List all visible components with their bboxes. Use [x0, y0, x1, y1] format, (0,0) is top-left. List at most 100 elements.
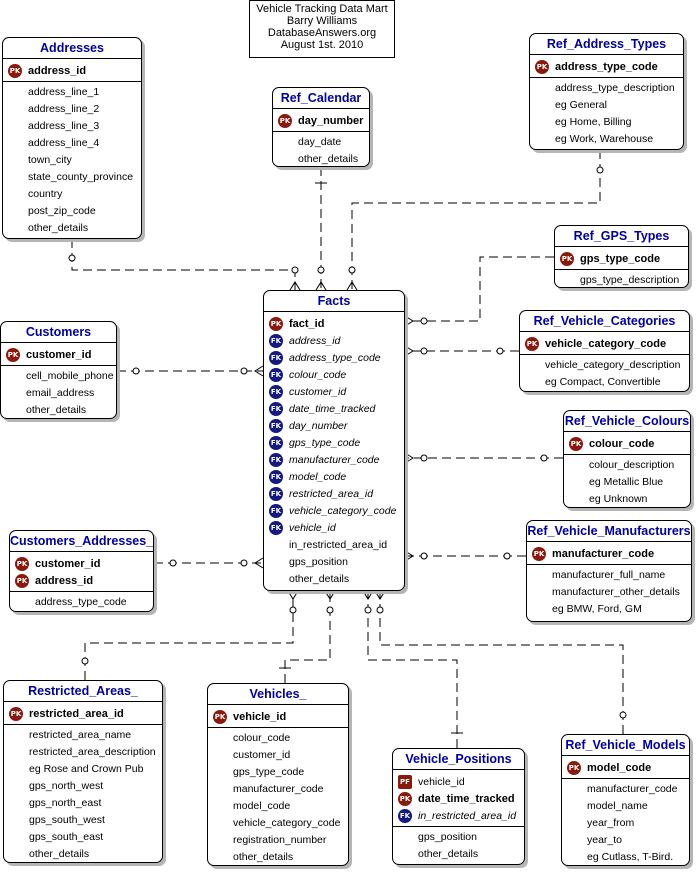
attribute-row: day_date — [273, 133, 369, 150]
attribute-name: state_county_province — [28, 170, 134, 183]
pk-key-icon: PK — [569, 436, 583, 451]
fk-key-icon: FK — [269, 486, 283, 501]
no-key-spacer — [8, 221, 22, 235]
attribute-name: day_number — [298, 114, 364, 127]
attribute-row: manufacturer_code — [562, 780, 689, 797]
no-key-spacer — [532, 585, 546, 599]
no-key-spacer — [6, 403, 20, 417]
attribute-row: other_details — [3, 219, 141, 236]
attribute-row: gps_south_west — [4, 811, 162, 828]
key-separator — [393, 826, 524, 827]
no-key-spacer — [8, 170, 22, 184]
attribute-row: post_zip_code — [3, 202, 141, 219]
attribute-row: in_restricted_area_id — [264, 536, 404, 553]
attribute-row: eg Work, Warehouse — [530, 130, 683, 147]
attribute-row: gps_position — [393, 828, 524, 845]
no-key-spacer — [560, 273, 574, 287]
attribute-row: other_details — [393, 845, 524, 862]
attribute-row: PK colour_code — [564, 435, 690, 452]
rel-vehicles-facts — [284, 591, 331, 683]
optional-circle — [81, 657, 89, 665]
crows-foot — [254, 557, 264, 569]
no-key-spacer — [532, 602, 546, 616]
attribute-name: vehicle_id — [418, 775, 465, 788]
attribute-name: vehicle_id — [233, 710, 287, 723]
attribute-row: other_details — [4, 845, 162, 862]
key-separator — [520, 354, 689, 355]
attribute-name: colour_code — [233, 731, 291, 744]
vehicles-title: Vehicles_ — [208, 684, 348, 705]
addresses-title: Addresses — [3, 38, 141, 59]
attribute-name: address_type_code — [555, 60, 658, 73]
no-key-spacer — [8, 153, 22, 167]
attribute-row: address_line_4 — [3, 134, 141, 151]
attribute-row: address_line_1 — [3, 83, 141, 100]
attribute-row: address_line_2 — [3, 100, 141, 117]
ref-vehicle-colours-title: Ref_Vehicle_Colours — [564, 411, 690, 432]
key-separator — [208, 727, 348, 728]
attribute-row: customer_id — [208, 746, 348, 763]
no-key-spacer — [269, 555, 283, 569]
fk-key-icon: FK — [398, 808, 412, 823]
attribute-name: gps_south_west — [29, 813, 105, 826]
attribute-name: address_id — [28, 64, 87, 77]
crows-foot — [346, 281, 358, 291]
attribute-name: other_details — [28, 221, 89, 234]
no-key-spacer — [535, 132, 549, 146]
key-separator — [530, 77, 683, 78]
optional-circle — [496, 347, 504, 355]
no-key-spacer — [213, 731, 227, 745]
no-key-spacer — [9, 813, 23, 827]
attribute-row: address_type_description — [530, 79, 683, 96]
attribute-row: address_line_3 — [3, 117, 141, 134]
vehicle-positions-title: Vehicle_Positions — [393, 749, 524, 770]
no-key-spacer — [213, 799, 227, 813]
attribute-name: vehicle_category_code — [233, 816, 341, 829]
attribute-row: state_county_province — [3, 168, 141, 185]
attribute-name: email_address — [26, 386, 95, 399]
attribute-row: colour_code — [208, 729, 348, 746]
attribute-name: gps_type_code — [580, 252, 661, 265]
attribute-name: address_id — [35, 574, 94, 587]
pk-key-icon: PK — [9, 706, 23, 721]
attribute-row: registration_number — [208, 831, 348, 848]
key-separator — [4, 724, 162, 725]
no-key-spacer — [535, 98, 549, 112]
fk-key-icon: FK — [269, 503, 283, 518]
no-key-spacer — [525, 358, 539, 372]
no-key-spacer — [8, 136, 22, 150]
pk-key-icon: PK — [8, 63, 22, 78]
key-separator — [10, 591, 153, 592]
customers-title: Customers — [1, 322, 116, 343]
attribute-name: date_time_tracked — [418, 792, 515, 805]
attribute-name: colour_code — [589, 437, 655, 450]
crows-foot — [254, 365, 264, 377]
attribute-name: other_details — [289, 572, 350, 585]
no-key-spacer — [569, 492, 583, 506]
no-key-spacer — [567, 833, 581, 847]
attribute-name: manufacturer_code — [233, 782, 324, 795]
no-key-spacer — [213, 833, 227, 847]
